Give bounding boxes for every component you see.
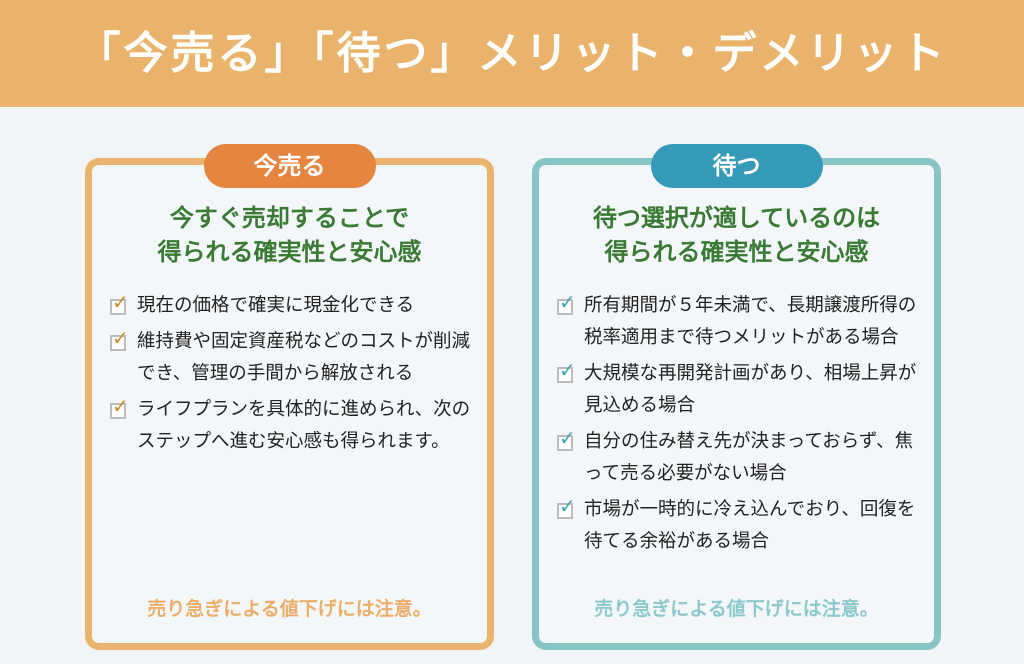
item-text: 大規模な再開発計画があり、相場上昇が見込める場合	[584, 363, 917, 416]
item-text: 市場が一時的に冷え込んでおり、回復を待てる余裕がある場合	[584, 499, 916, 552]
item-text: 現在の価格で確実に現金化できる	[137, 295, 415, 316]
list-item: ✓ 自分の住み替え先が決まっておらず、焦って売る必要がない場合	[554, 426, 924, 490]
checkbox-icon: ✓	[557, 358, 576, 383]
page-title: 「今売る」「待つ」メリット・デメリット	[0, 0, 1024, 107]
list-item: ✓ 大規模な再開発計画があり、相場上昇が見込める場合	[554, 358, 924, 422]
checkbox-icon: ✓	[557, 290, 576, 315]
sell-now-badge: 今売る	[203, 144, 376, 188]
sell-now-heading: 今すぐ売却することで 得られる確実性と安心感	[92, 201, 487, 269]
item-text: 維持費や固定資産税などのコストが削減でき、管理の手間から解放される	[137, 331, 471, 384]
checkbox-icon: ✓	[110, 326, 129, 351]
wait-badge: 待つ	[650, 144, 823, 188]
item-text: 自分の住み替え先が決まっておらず、焦って売る必要がない場合	[584, 431, 914, 484]
checkbox-icon: ✓	[110, 290, 129, 315]
caution-note: 売り急ぎによる値下げには注意。	[147, 598, 432, 620]
heading-line: 待つ選択が適しているのは	[592, 204, 881, 232]
item-text: ライフプランを具体的に進められ、次のステップへ進む安心感も得られます。	[137, 399, 471, 452]
list-item: ✓ 現在の価格で確実に現金化できる	[107, 290, 477, 322]
caution-note: 売り急ぎによる値下げには注意。	[594, 598, 879, 620]
wait-list: ✓ 所有期間が５年未満で、長期譲渡所得の税率適用まで待つメリットがある場合 ✓ 大規…	[554, 290, 924, 562]
checkbox-icon: ✓	[557, 426, 576, 451]
list-item: ✓ 市場が一時的に冷え込んでおり、回復を待てる余裕がある場合	[554, 494, 924, 558]
wait-panel: 待つ 待つ選択が適しているのは 得られる確実性と安心感 ✓ 所有期間が５年未満で、…	[532, 144, 941, 650]
list-item: ✓ 維持費や固定資産税などのコストが削減でき、管理の手間から解放される	[107, 326, 477, 390]
heading-line: 得られる確実性と安心感	[604, 238, 869, 266]
sell-now-list: ✓ 現在の価格で確実に現金化できる ✓ 維持費や固定資産税などのコストが削減でき、管…	[107, 290, 477, 462]
item-text: 所有期間が５年未満で、長期譲渡所得の税率適用まで待つメリットがある場合	[584, 295, 917, 348]
heading-line: 今すぐ売却することで	[169, 204, 410, 232]
list-item: ✓ ライフプランを具体的に進められ、次のステップへ進む安心感も得られます。	[107, 394, 477, 458]
wait-heading: 待つ選択が適しているのは 得られる確実性と安心感	[539, 201, 934, 269]
list-item: ✓ 所有期間が５年未満で、長期譲渡所得の税率適用まで待つメリットがある場合	[554, 290, 924, 354]
sell-now-panel: 今売る 今すぐ売却することで 得られる確実性と安心感 ✓ 現在の価格で確実に現金化…	[85, 144, 494, 650]
checkbox-icon: ✓	[110, 394, 129, 419]
heading-line: 得られる確実性と安心感	[157, 238, 422, 266]
checkbox-icon: ✓	[557, 494, 576, 519]
